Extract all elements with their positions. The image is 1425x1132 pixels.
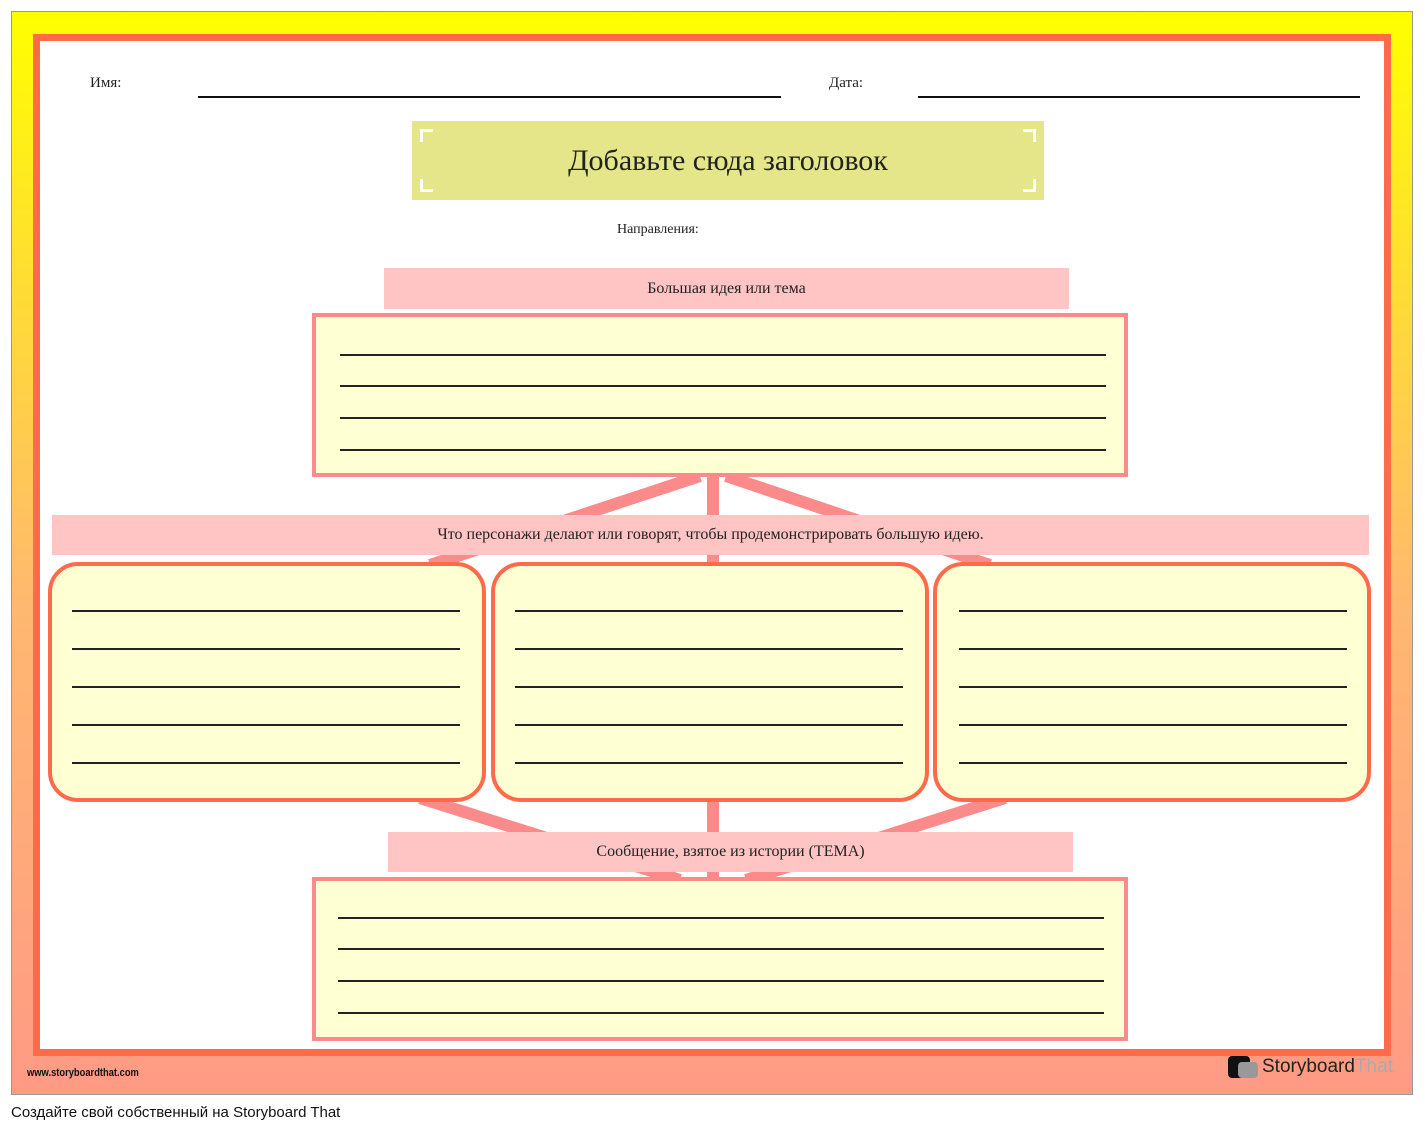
logo-text-that: That xyxy=(1354,1056,1393,1077)
create-your-own-link[interactable]: Создайте свой собственный на Storyboard … xyxy=(11,1104,341,1121)
message-header: Сообщение, взятое из истории (ТЕМА) xyxy=(388,832,1073,872)
name-label: Имя: xyxy=(90,75,122,91)
corner-icon xyxy=(420,179,433,192)
name-field[interactable] xyxy=(198,96,781,98)
big-idea-header: Большая идея или тема xyxy=(384,268,1069,309)
directions-label: Направления: xyxy=(617,222,699,237)
date-label: Дата: xyxy=(829,75,864,91)
logo-text-storyboard: Storyboard xyxy=(1262,1056,1355,1077)
evidence-label: Что персонажи делают или говорят, чтобы … xyxy=(437,526,984,543)
speech-bubble-icon xyxy=(1228,1056,1258,1078)
corner-icon xyxy=(420,129,433,142)
message-box[interactable] xyxy=(312,877,1128,1041)
title-box[interactable]: Добавьте сюда заголовок xyxy=(412,121,1044,200)
big-idea-box[interactable] xyxy=(312,313,1128,477)
date-field[interactable] xyxy=(918,96,1360,98)
message-label: Сообщение, взятое из истории (ТЕМА) xyxy=(596,843,865,860)
corner-icon xyxy=(1023,129,1036,142)
corner-icon xyxy=(1023,179,1036,192)
footer-url[interactable]: www.storyboardthat.com xyxy=(27,1067,139,1079)
evidence-box-1[interactable] xyxy=(48,562,486,802)
evidence-box-2[interactable] xyxy=(491,562,929,802)
evidence-header: Что персонажи делают или говорят, чтобы … xyxy=(52,515,1369,555)
evidence-box-3[interactable] xyxy=(933,562,1371,802)
big-idea-label: Большая идея или тема xyxy=(647,279,806,297)
page-title: Добавьте сюда заголовок xyxy=(568,143,888,177)
